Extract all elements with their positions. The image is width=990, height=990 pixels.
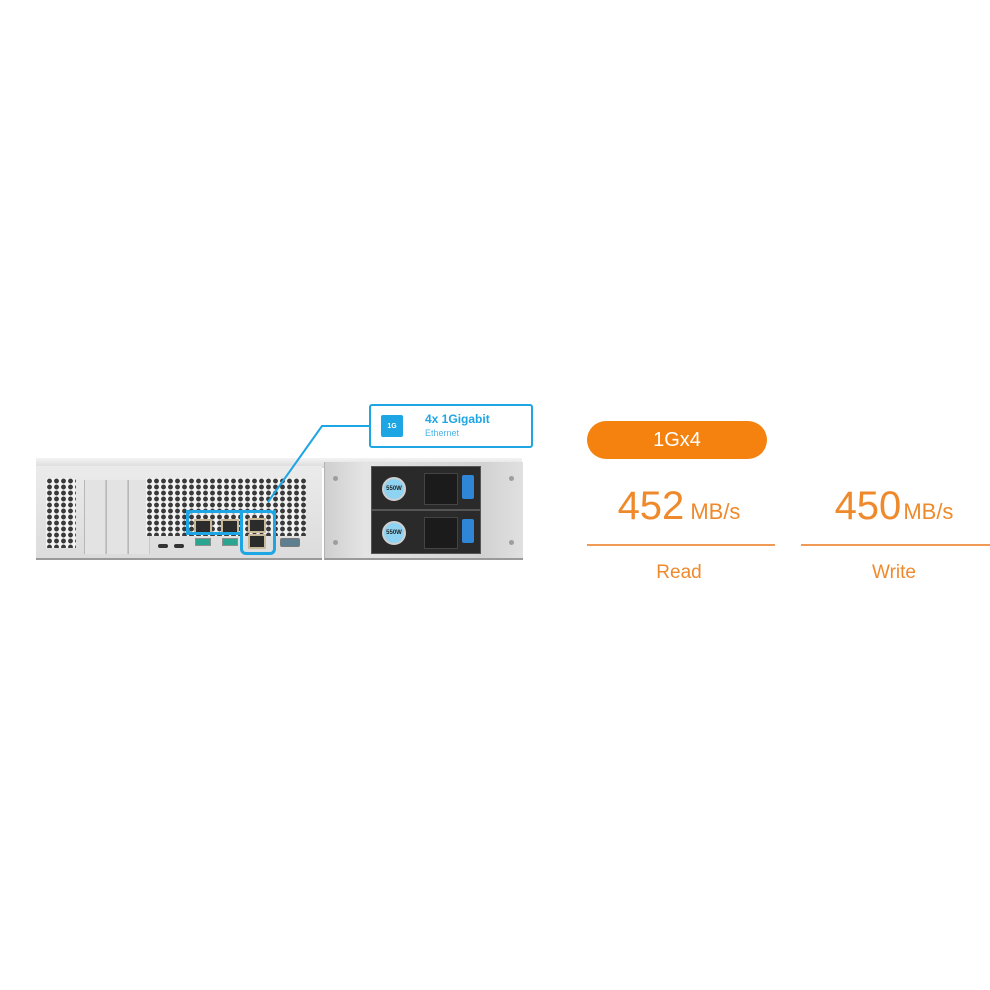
- screw: [509, 476, 514, 481]
- power-socket-icon: [424, 473, 458, 505]
- psu-label: 550W: [382, 521, 406, 545]
- config-badge: 1Gx4: [587, 421, 767, 459]
- chassis-io-section: [36, 466, 322, 560]
- ethernet-callout: 1G 4x 1Gigabit Ethernet: [369, 404, 533, 448]
- write-speed-unit: MB/s: [903, 499, 954, 524]
- read-speed-value: 452: [617, 484, 685, 528]
- psu-release-latch: [462, 519, 474, 543]
- callout-title: 4x 1Gigabit: [425, 412, 490, 426]
- write-label: Write: [872, 562, 916, 583]
- usb-a-port: [222, 538, 238, 546]
- psu-release-latch: [462, 475, 474, 499]
- callout-subtitle: Ethernet: [425, 428, 460, 438]
- power-supply-2: 550W: [371, 510, 481, 554]
- read-divider: [587, 544, 775, 546]
- read-speed-unit: MB/s: [690, 499, 741, 524]
- psu-label: 550W: [382, 477, 406, 501]
- screw: [333, 476, 338, 481]
- screw: [509, 540, 514, 545]
- ethernet-highlight-box: [186, 510, 243, 535]
- usb-c-port: [174, 544, 184, 548]
- usb-a-port: [195, 538, 211, 546]
- screw: [333, 540, 338, 545]
- read-label: Read: [656, 562, 702, 583]
- usb-c-port: [158, 544, 168, 548]
- pcie-slot-cover: [106, 480, 128, 554]
- chassis-psu-section: 550W 550W: [324, 462, 523, 560]
- power-socket-icon: [424, 517, 458, 549]
- write-divider: [801, 544, 990, 546]
- write-speed-value: 450: [834, 484, 902, 528]
- serial-port: [280, 538, 300, 547]
- pcie-slot-cover: [84, 480, 106, 554]
- power-supply-1: 550W: [371, 466, 481, 510]
- write-speed: 450MB/s: [799, 482, 989, 530]
- ethernet-highlight-box: [240, 510, 276, 555]
- ethernet-port-icon: 1G: [381, 415, 403, 437]
- ethernet-port-3: [248, 518, 266, 533]
- vent-grille-left: [46, 478, 76, 548]
- ethernet-port-4: [248, 534, 266, 549]
- nas-rear-panel-image: 550W 550W: [36, 458, 523, 560]
